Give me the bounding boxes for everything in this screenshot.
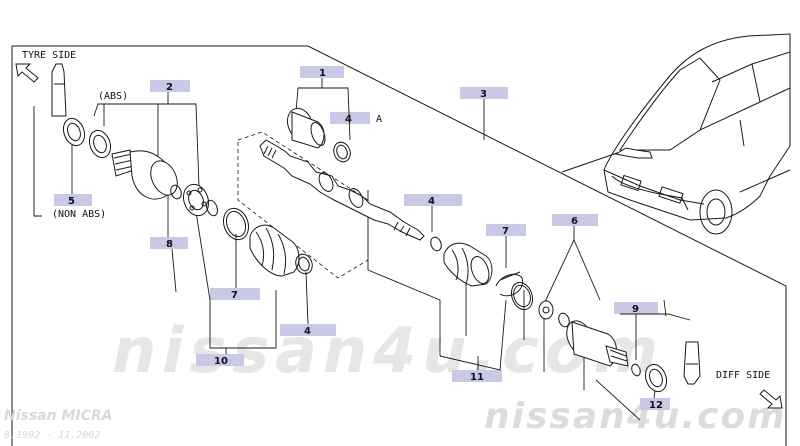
svg-text:8: 8 (166, 239, 173, 250)
outer-cv-joint (111, 149, 178, 200)
svg-text:9: 9 (632, 304, 639, 315)
callout-5[interactable]: 5 (54, 194, 92, 207)
drive-shaft (259, 139, 425, 241)
diff-side-arrow-icon (759, 389, 783, 409)
callout-8[interactable]: 8 (150, 237, 188, 250)
callout-4c[interactable]: 4 (280, 324, 336, 337)
leader-lines (33, 78, 691, 421)
corner-watermark: nissan4u.com (484, 396, 787, 437)
non-abs-label: (NON ABS) (52, 209, 106, 220)
hub-housing (286, 107, 326, 149)
svg-text:3: 3 (480, 89, 487, 100)
diff-side-boot (443, 242, 493, 287)
svg-text:2: 2 (166, 82, 173, 93)
svg-text:1: 1 (319, 68, 326, 79)
inner-cv-housing (566, 320, 629, 367)
svg-text:10: 10 (214, 356, 228, 367)
tripod (538, 300, 554, 320)
svg-text:6: 6 (571, 216, 578, 227)
parts (51, 63, 701, 393)
svg-text:5: 5 (68, 196, 75, 207)
tyre-side-cap (51, 63, 67, 117)
svg-text:12: 12 (649, 400, 663, 411)
callouts: 1 2 3 4 4 4 5 6 7 7 8 9 10 11 12 (54, 66, 670, 411)
callout-7a[interactable]: 7 (486, 224, 526, 237)
diff-side-cap (683, 341, 701, 385)
callout-3[interactable]: 3 (460, 87, 508, 100)
callout-10[interactable]: 10 (196, 354, 244, 367)
callout-2[interactable]: 2 (150, 80, 190, 93)
callout-12[interactable]: 12 (640, 398, 670, 411)
ref-a-label: A (376, 114, 382, 125)
callout-7b[interactable]: 7 (210, 288, 260, 301)
model-name: Nissan MICRA (4, 408, 113, 424)
callout-11[interactable]: 11 (452, 370, 502, 383)
callout-9[interactable]: 9 (614, 302, 658, 315)
model-years: 8.1992 - 11.2002 (4, 430, 100, 441)
callout-1[interactable]: 1 (300, 66, 344, 79)
svg-text:7: 7 (502, 226, 509, 237)
diff-side-label: DIFF SIDE (716, 370, 770, 381)
svg-text:4: 4 (428, 196, 435, 207)
assembly-outline (11, 45, 787, 446)
svg-text:11: 11 (470, 372, 484, 383)
callout-6[interactable]: 6 (552, 214, 598, 227)
callout-4a[interactable]: 4 (330, 112, 370, 125)
tyre-side-arrow-icon (15, 63, 39, 83)
callout-4b[interactable]: 4 (404, 194, 462, 207)
tyre-side-label: TYRE SIDE (22, 50, 76, 61)
car-illustration (561, 33, 791, 235)
abs-label: (ABS) (98, 91, 128, 102)
tyre-side-boot (249, 224, 300, 277)
svg-text:4: 4 (304, 326, 311, 337)
svg-text:7: 7 (231, 290, 238, 301)
bearing-cage (182, 183, 210, 217)
svg-text:4: 4 (345, 114, 352, 125)
